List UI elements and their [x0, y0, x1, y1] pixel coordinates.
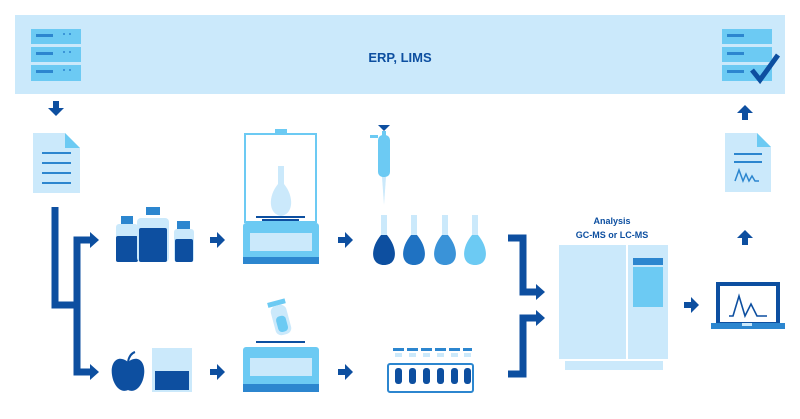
merge-connector: [508, 234, 545, 378]
arrow-down-icon: [48, 101, 64, 116]
volumetric-flasks-icon: [373, 215, 486, 265]
arrow-right-icon: [338, 232, 353, 248]
arrow-right-icon: [210, 364, 225, 380]
apple-icon: [111, 351, 145, 391]
analysis-method-label: GC-MS or LC-MS: [576, 230, 649, 240]
server-icon: [31, 29, 81, 81]
arrow-up-icon: [737, 105, 753, 120]
arrow-up-icon: [737, 230, 753, 245]
report-document-icon: [725, 133, 771, 192]
arrow-right-icon: [338, 364, 353, 380]
analytical-balance-icon: [243, 129, 319, 264]
balance-with-tube-icon: [243, 298, 319, 392]
document-icon: [33, 133, 80, 193]
checkmark-icon: [750, 53, 781, 85]
branch-connector: [51, 207, 99, 380]
arrow-right-icon: [684, 297, 699, 313]
laptop-chromatogram-icon: [711, 282, 785, 329]
analysis-label: Analysis: [593, 216, 630, 226]
banner-title: ERP, LIMS: [368, 50, 432, 65]
gc-ms-instrument-icon: [559, 245, 668, 370]
erp-lims-banner: [15, 15, 785, 94]
server-check-icon: [722, 29, 781, 85]
arrow-right-icon: [210, 232, 225, 248]
pipette-icon: [370, 125, 390, 205]
test-tube-rack-icon: [387, 348, 474, 393]
bottles-icon: [116, 207, 194, 262]
beaker-icon: [152, 348, 192, 392]
